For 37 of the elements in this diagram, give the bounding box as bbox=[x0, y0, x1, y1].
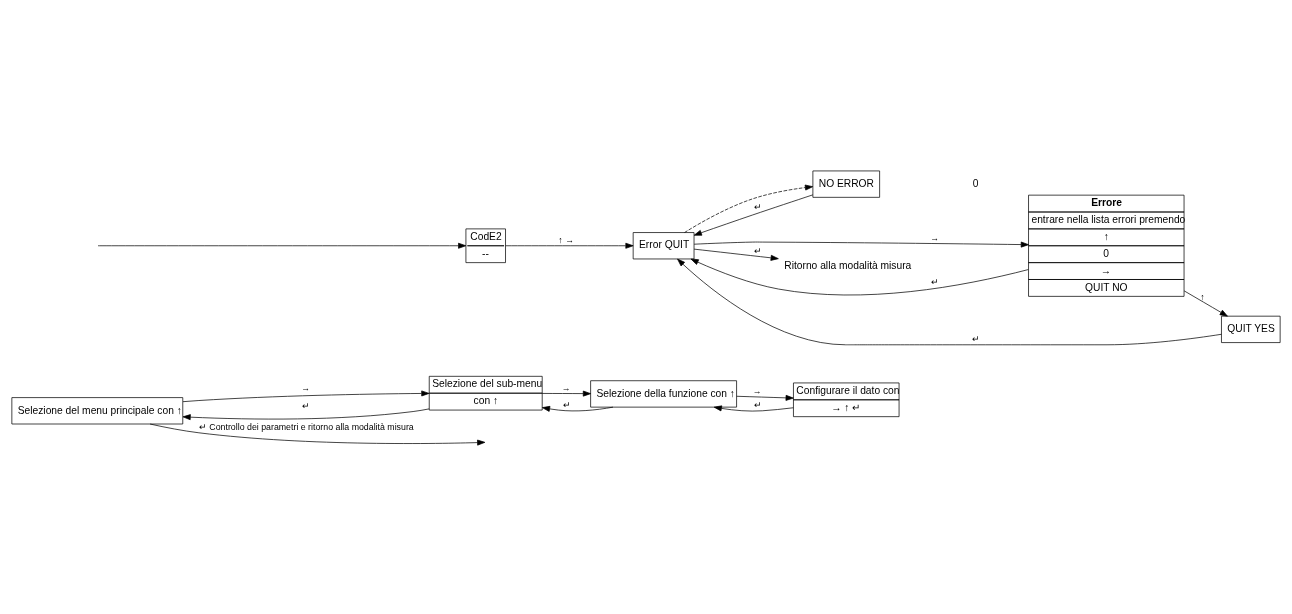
arrow bbox=[182, 408, 430, 420]
edge-label: ↵ bbox=[753, 245, 762, 256]
arrow bbox=[690, 258, 1029, 295]
edge-label: → bbox=[930, 232, 940, 243]
edge-label: → bbox=[301, 382, 311, 393]
arrow bbox=[684, 184, 814, 233]
node-box: Selezione del menu principale con ↑ bbox=[11, 396, 184, 424]
edge-label: ↑ bbox=[1200, 291, 1205, 302]
node-box: NO ERROR bbox=[812, 170, 880, 198]
arrow bbox=[693, 241, 1029, 247]
node-box: Error QUIT bbox=[632, 231, 695, 259]
node-text: Ritorno alla modalità misura bbox=[784, 259, 912, 271]
label: 0 bbox=[972, 177, 979, 189]
node-box: Selezione della funzione con ↑ bbox=[590, 379, 737, 407]
edge-label: ↑ → bbox=[558, 234, 574, 245]
edge-label: ↵ bbox=[753, 399, 762, 410]
arrow bbox=[713, 405, 794, 411]
edge-label: ↵ bbox=[972, 333, 981, 344]
edge-label: ↵ bbox=[302, 400, 311, 411]
arrow bbox=[542, 405, 614, 412]
arrow bbox=[1183, 290, 1228, 317]
arrow bbox=[693, 194, 814, 236]
edge-label: ↵ bbox=[931, 276, 940, 287]
arrow bbox=[505, 242, 634, 249]
arrow bbox=[693, 248, 779, 261]
edge-label: ↵ bbox=[562, 399, 571, 410]
node-box: QUIT YES bbox=[1221, 315, 1281, 343]
edge-label: ↵ Controllo dei parametri e ritorno alla modalità misura bbox=[198, 421, 414, 432]
edge-label: ↵ bbox=[753, 201, 762, 212]
arrow bbox=[541, 390, 591, 397]
arrow bbox=[97, 242, 467, 249]
arrow bbox=[182, 390, 430, 402]
arrow bbox=[149, 423, 486, 445]
arrow bbox=[677, 258, 1222, 345]
edge-label: → bbox=[752, 385, 762, 396]
edge-label: → bbox=[561, 382, 571, 393]
arrow bbox=[736, 394, 794, 401]
